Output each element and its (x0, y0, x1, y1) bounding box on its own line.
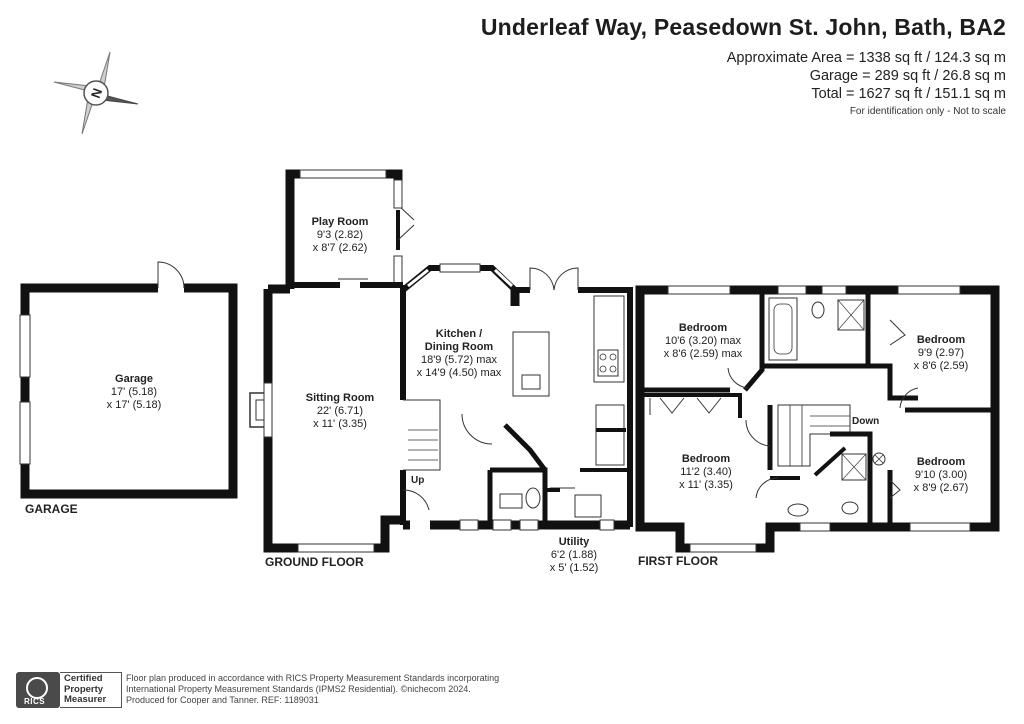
svg-text:x 8'9 (2.67): x 8'9 (2.67) (914, 482, 969, 494)
room-bedroom3-label: Bedroom 11'2 (3.40) x 11' (3.35) (679, 453, 733, 491)
approximate-area-line: Approximate Area = 1338 sq ft / 124.3 sq… (726, 50, 1006, 66)
ground-floor-label: GROUND FLOOR (265, 555, 364, 569)
svg-text:Kitchen /: Kitchen / (436, 328, 482, 340)
room-garage-label: Garage 17' (5.18) x 17' (5.18) (107, 373, 162, 411)
total-area-line: Total = 1627 sq ft / 151.1 sq m (811, 86, 1006, 102)
svg-text:9'9 (2.97): 9'9 (2.97) (918, 347, 964, 359)
svg-text:9'10 (3.00): 9'10 (3.00) (915, 469, 967, 481)
svg-text:Play Room: Play Room (312, 216, 369, 228)
svg-text:x 8'6 (2.59): x 8'6 (2.59) (914, 360, 969, 372)
room-bedroom4-label: Bedroom 9'10 (3.00) x 8'9 (2.67) (914, 456, 969, 494)
room-utility-label: Utility 6'2 (1.88) x 5' (1.52) (550, 536, 599, 574)
garage-floor-label: GARAGE (25, 502, 78, 516)
garage-plan (19, 261, 238, 499)
room-bedroom1-label: Bedroom 10'6 (3.20) max x 8'6 (2.59) max (664, 322, 743, 360)
svg-text:Bedroom: Bedroom (679, 322, 728, 334)
svg-text:x 11' (3.35): x 11' (3.35) (679, 479, 733, 491)
stairs-down-label: Down (852, 416, 879, 427)
svg-text:17' (5.18): 17' (5.18) (111, 386, 157, 398)
identification-note: For identification only - Not to scale (849, 106, 1006, 117)
ground-floor-plan (249, 169, 633, 553)
svg-text:Bedroom: Bedroom (682, 453, 731, 465)
svg-text:Sitting Room: Sitting Room (306, 392, 375, 404)
svg-text:Bedroom: Bedroom (917, 334, 966, 346)
svg-text:x 8'7 (2.62): x 8'7 (2.62) (313, 242, 368, 254)
property-address-title: Underleaf Way, Peasedown St. John, Bath,… (480, 14, 1006, 40)
rics-logo: RICS (16, 672, 60, 708)
stairs-up-label: Up (411, 475, 424, 486)
svg-text:x 5' (1.52): x 5' (1.52) (550, 562, 599, 574)
compass-icon: N (53, 51, 139, 135)
certified-line: Certified (64, 673, 103, 684)
first-floor-plan (635, 285, 1000, 553)
svg-text:22' (6.71): 22' (6.71) (317, 405, 363, 417)
svg-text:x 11' (3.35): x 11' (3.35) (313, 418, 367, 430)
area-summary: Approximate Area = 1338 sq ft / 124.3 sq… (727, 49, 1006, 103)
svg-text:Dining Room: Dining Room (425, 341, 494, 353)
room-bedroom2-label: Bedroom 9'9 (2.97) x 8'6 (2.59) (914, 334, 969, 372)
svg-text:x 14'9 (4.50) max: x 14'9 (4.50) max (417, 367, 502, 379)
svg-text:x 17' (5.18): x 17' (5.18) (107, 399, 162, 411)
svg-text:Garage: Garage (115, 373, 153, 385)
svg-text:Bedroom: Bedroom (917, 456, 966, 468)
footer-disclaimer: Floor plan produced in accordance with R… (126, 673, 500, 705)
room-kitchen-label: Kitchen / Dining Room 18'9 (5.72) max x … (417, 328, 502, 379)
svg-text:10'6 (3.20) max: 10'6 (3.20) max (665, 335, 742, 347)
rics-logo-text: RICS (24, 697, 46, 706)
garage-area-line: Garage = 289 sq ft / 26.8 sq m (809, 68, 1006, 84)
svg-text:6'2 (1.88): 6'2 (1.88) (551, 549, 597, 561)
room-sitting-room-label: Sitting Room 22' (6.71) x 11' (3.35) (306, 392, 375, 430)
property-line: Property (64, 683, 104, 695)
first-floor-label: FIRST FLOOR (638, 554, 718, 568)
room-play-room-label: Play Room 9'3 (2.82) x 8'7 (2.62) (312, 216, 369, 254)
svg-text:9'3 (2.82): 9'3 (2.82) (317, 229, 363, 241)
svg-text:x 8'6 (2.59) max: x 8'6 (2.59) max (664, 348, 743, 360)
svg-text:Utility: Utility (559, 536, 590, 548)
measurer-line: Measurer (64, 694, 107, 705)
svg-text:18'9 (5.72) max: 18'9 (5.72) max (421, 354, 498, 366)
svg-text:11'2 (3.40): 11'2 (3.40) (680, 466, 731, 478)
certified-property-measurer-badge: Certified Property Measurer (60, 672, 122, 708)
rics-emblem-icon (26, 677, 48, 699)
